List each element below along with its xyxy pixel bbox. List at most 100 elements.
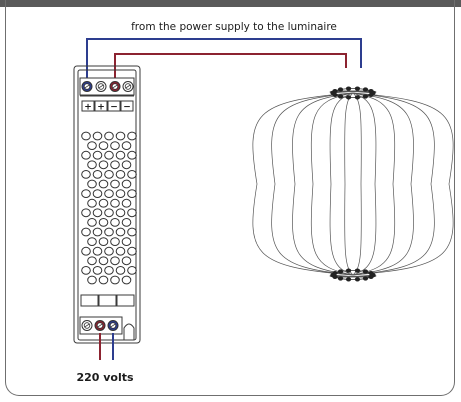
vent-hole xyxy=(92,170,103,179)
vent-hole xyxy=(98,218,109,227)
vent-hole xyxy=(87,179,97,189)
vent-hole xyxy=(115,266,126,275)
vent-hole xyxy=(92,208,103,218)
vent-holes xyxy=(81,131,137,285)
output-screws xyxy=(81,81,134,92)
vent-hole xyxy=(127,266,137,275)
vent-hole xyxy=(104,150,114,160)
vent-hole xyxy=(115,208,126,218)
led-bead xyxy=(362,269,369,274)
vent-hole xyxy=(104,189,114,199)
vent-hole xyxy=(121,160,132,170)
vent-hole xyxy=(110,141,120,151)
vent-hole xyxy=(115,189,126,199)
globe-loop xyxy=(330,90,377,94)
red-output-wire xyxy=(114,53,347,80)
vent-hole xyxy=(121,218,132,227)
vent-hole xyxy=(92,189,103,199)
power-supply-unit xyxy=(73,65,141,344)
panel-frame xyxy=(5,0,455,396)
vent-hole xyxy=(87,198,97,208)
vent-hole xyxy=(115,227,126,237)
blue-output-wire xyxy=(86,38,362,80)
globe-meridian xyxy=(352,92,362,276)
top-led-ring xyxy=(330,86,376,100)
vent-hole xyxy=(110,256,120,266)
screw-slot xyxy=(84,84,90,89)
vent-hole xyxy=(87,237,97,247)
screw-slot xyxy=(84,323,90,328)
vent-hole xyxy=(98,275,109,285)
led-bead xyxy=(368,88,374,94)
globe-meridian xyxy=(310,92,354,276)
led-bead xyxy=(337,269,344,274)
vent-hole xyxy=(104,246,114,256)
led-bead xyxy=(337,94,344,99)
vent-hole xyxy=(127,131,137,141)
led-bead xyxy=(345,268,352,273)
led-bead xyxy=(368,92,374,98)
vent-hole xyxy=(92,150,103,160)
vent-hole xyxy=(92,131,103,141)
led-bead xyxy=(332,88,338,94)
vent-hole xyxy=(115,131,126,141)
globe-meridian xyxy=(352,92,377,276)
vent-hole xyxy=(87,141,97,151)
led-bead xyxy=(362,276,369,281)
vent-hole xyxy=(98,237,109,247)
vent-hole xyxy=(127,208,137,218)
vent-hole xyxy=(81,170,91,179)
vent-hole xyxy=(115,170,126,179)
output-terminal-block xyxy=(79,77,135,96)
led-bead xyxy=(368,274,374,280)
globe-loop xyxy=(330,274,377,278)
vent-hole xyxy=(127,246,137,256)
vent-hole xyxy=(98,141,109,151)
vent-hole xyxy=(87,218,97,227)
vent-hole xyxy=(81,131,91,141)
vent-hole xyxy=(81,189,91,199)
vent-hole xyxy=(115,150,126,160)
terminal-sign-row xyxy=(81,100,134,112)
led-bead xyxy=(337,87,344,92)
terminal-sign: − xyxy=(123,103,131,113)
vent-hole xyxy=(87,256,97,266)
led-bead xyxy=(354,277,361,282)
led-bead xyxy=(337,276,344,281)
vent-hole xyxy=(104,227,114,237)
vent-hole xyxy=(81,208,91,218)
terminal-sign: − xyxy=(110,103,118,113)
screw-slot xyxy=(110,323,116,328)
led-bead xyxy=(354,95,361,100)
header-bar xyxy=(0,0,461,7)
led-bead xyxy=(345,95,352,100)
input-voltage-label: 220 volts xyxy=(76,371,134,384)
vent-hole xyxy=(121,179,132,189)
luminaire-globe xyxy=(252,90,454,278)
vent-hole xyxy=(110,237,120,247)
vent-hole xyxy=(92,227,103,237)
vent-hole xyxy=(121,141,132,151)
vent-hole xyxy=(110,275,120,285)
vent-hole xyxy=(110,218,120,227)
globe-meridian xyxy=(329,92,354,276)
vent-hole xyxy=(104,170,114,179)
vent-hole xyxy=(81,246,91,256)
bottom-led-ring xyxy=(330,268,376,282)
mounting-tab xyxy=(123,323,135,340)
terminal-sign: + xyxy=(97,103,105,113)
globe-meridian xyxy=(352,92,414,276)
screw-slot xyxy=(125,84,131,89)
globe-meridian xyxy=(344,92,354,276)
input-screws xyxy=(81,320,119,331)
vent-hole xyxy=(127,170,137,179)
globe-meridian xyxy=(352,92,454,276)
vent-hole xyxy=(110,198,120,208)
vent-hole xyxy=(87,275,97,285)
vent-hole xyxy=(104,131,114,141)
vent-hole xyxy=(121,275,132,285)
terminal-sign: + xyxy=(84,103,92,113)
led-bead xyxy=(362,87,369,92)
vent-hole xyxy=(110,179,120,189)
